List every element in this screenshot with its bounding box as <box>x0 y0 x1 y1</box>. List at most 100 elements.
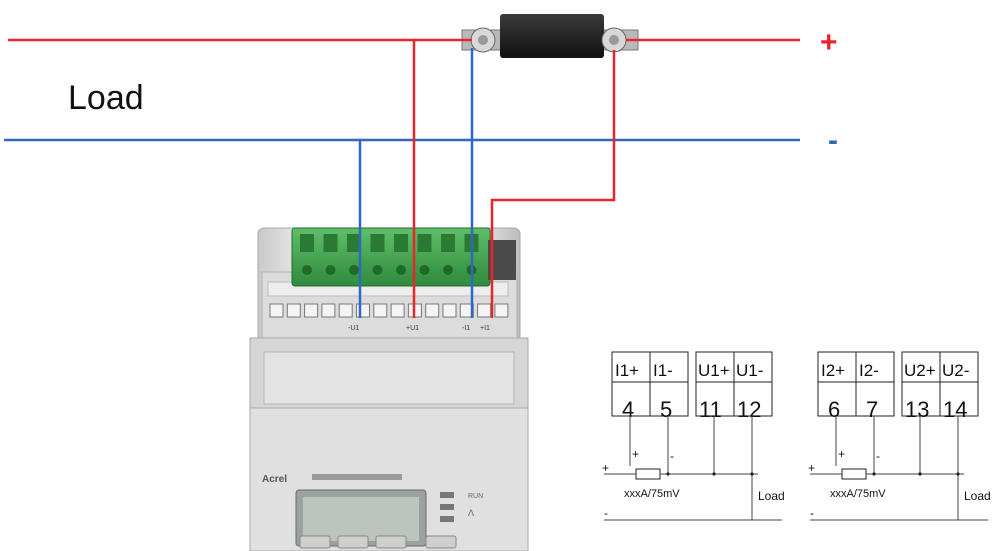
terminal-number: 11 <box>699 397 722 422</box>
polarity-plus: + <box>602 461 609 475</box>
connector-slot <box>441 234 455 252</box>
meter-hinge-cover <box>263 351 515 405</box>
terminal-name: U2- <box>942 361 969 380</box>
wiring <box>4 38 800 318</box>
junction-dot <box>750 472 754 476</box>
screw-terminal <box>390 303 405 318</box>
terminal-name-cell <box>939 351 979 383</box>
terminal-number: 6 <box>828 397 840 422</box>
polarity-plus: + <box>632 447 639 461</box>
shunt-left-bolt-head <box>478 35 488 45</box>
run-indicator-label: RUN <box>468 493 483 500</box>
shunt-element <box>500 14 604 58</box>
connector-screw <box>419 265 430 275</box>
terminal-number-cell <box>939 381 979 417</box>
pulse-indicator-label: Λ <box>468 508 474 518</box>
screw-terminal <box>459 303 474 318</box>
shunt-right-bolt-head <box>609 35 619 45</box>
lcd-inner <box>303 497 419 541</box>
terminal-name: U2+ <box>904 361 936 380</box>
wire-plus-i1 <box>490 50 616 318</box>
junction-dot <box>872 472 876 476</box>
terminal-label-minus-i1: -I1 <box>462 325 470 332</box>
terminal-name: I1- <box>653 361 673 380</box>
terminal-name-cell <box>695 351 735 383</box>
polarity-minus: - <box>876 449 880 463</box>
terminal-name-cell <box>817 351 857 383</box>
screw-terminal <box>304 303 319 318</box>
plus-rail-label: + <box>820 26 838 59</box>
terminal-number: 7 <box>866 397 878 422</box>
connector-screw <box>443 265 453 275</box>
screw-terminal <box>425 303 440 318</box>
junction-dot <box>712 472 716 476</box>
connector-slot <box>323 234 338 252</box>
shunt-rating-label: xxxA/75mV <box>624 488 680 500</box>
terminal-number: 4 <box>622 397 634 422</box>
terminal-name: U1- <box>736 361 763 380</box>
terminal-name-cell <box>649 351 689 383</box>
terminal-label-plus-i1: +I1 <box>480 325 490 332</box>
terminal-number-cell <box>901 381 941 417</box>
terminal-number: 5 <box>660 397 672 422</box>
screw-terminal <box>338 303 353 318</box>
shunt-symbol <box>841 468 867 480</box>
terminal-label-plus-u1: +U1 <box>406 325 419 332</box>
screw-terminal <box>373 303 388 318</box>
connector-slot <box>394 234 408 252</box>
meter-device: -U1 +U1 -I1 +I1 Acrel RUN Λ <box>249 227 529 551</box>
shunt-rating-label: xxxA/75mV <box>830 488 886 500</box>
load-label: Load <box>758 489 785 503</box>
screw-terminal-row <box>269 303 509 318</box>
screw-terminal <box>494 303 509 318</box>
terminal-number: 12 <box>737 397 761 422</box>
terminal-number-cell <box>855 381 895 417</box>
terminal-name: I2+ <box>821 361 845 380</box>
terminal-name: I1+ <box>615 361 639 380</box>
polarity-plus: + <box>838 447 845 461</box>
terminal-number-cell <box>695 381 735 417</box>
terminal-name-cell <box>733 351 773 383</box>
polarity-plus: + <box>808 461 815 475</box>
shunt-symbol <box>635 468 661 480</box>
terminal-label-minus-u1: -U1 <box>348 325 359 332</box>
connector-screw <box>325 265 336 275</box>
load-label: Load <box>964 489 991 503</box>
connector-slot <box>347 234 361 252</box>
screw-terminal <box>356 303 370 318</box>
terminal-number-cell <box>649 381 689 417</box>
connector-screw <box>396 265 406 275</box>
terminal-number-cell <box>733 381 773 417</box>
screw-terminal <box>442 303 457 318</box>
terminal-number-cell <box>817 381 857 417</box>
green-connector-slots <box>300 234 479 275</box>
terminal-number: 14 <box>943 397 967 422</box>
polarity-minus: - <box>810 506 814 520</box>
connector-screw <box>302 265 312 275</box>
meter-buttons <box>299 535 457 549</box>
brand-logo: Acrel <box>262 474 287 485</box>
junction-dot <box>918 472 922 476</box>
connector-screw <box>372 265 383 275</box>
junction-dot <box>666 472 670 476</box>
screw-terminal <box>321 303 336 318</box>
connector-slot <box>417 234 432 252</box>
load-title: Load <box>68 79 144 117</box>
screw-terminal <box>477 303 492 318</box>
terminal-name-cell <box>611 351 651 383</box>
connector-screw <box>349 265 359 275</box>
junction-dot <box>956 472 960 476</box>
minus-rail-label: - <box>828 124 838 157</box>
screw-terminal <box>269 303 284 318</box>
terminal-number-cell <box>611 381 651 417</box>
polarity-minus: - <box>604 506 608 520</box>
terminal-name: U1+ <box>698 361 730 380</box>
terminal-name: I2- <box>859 361 879 380</box>
connector-slot <box>300 234 314 252</box>
green-connector <box>291 227 491 287</box>
indicator-leds <box>440 492 454 522</box>
screw-terminal <box>286 303 301 318</box>
